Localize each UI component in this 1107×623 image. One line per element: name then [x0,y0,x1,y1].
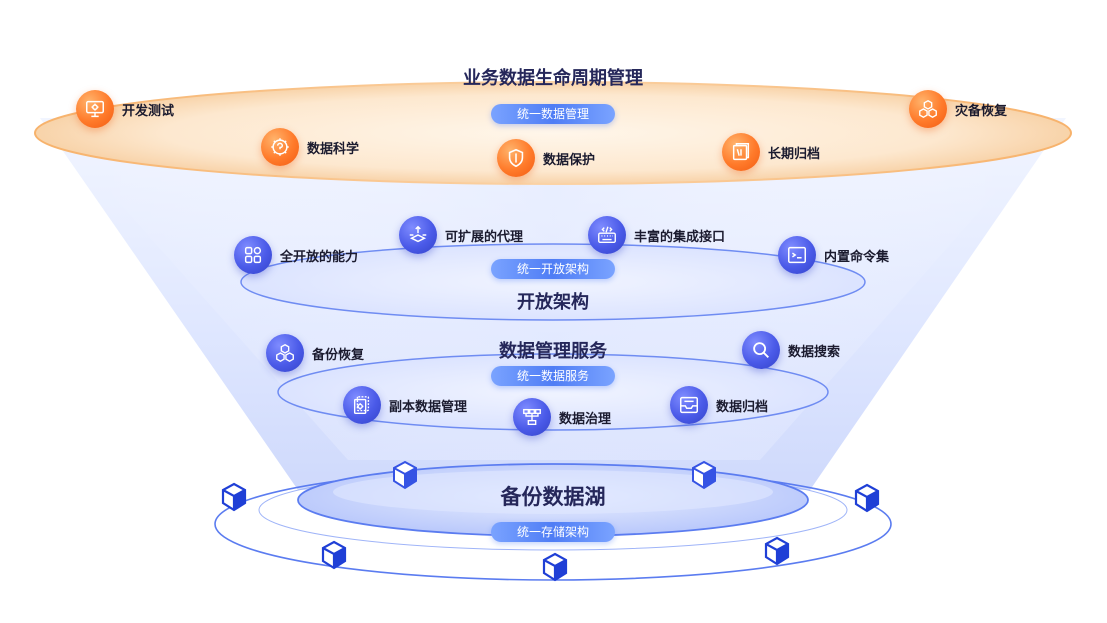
item-disaster-recovery: 灾备恢复 [909,90,1007,128]
item-data-search: 数据搜索 [742,331,840,369]
archive-books-icon [722,133,760,171]
apps-grid-icon [234,236,272,274]
cube-icon [221,482,247,512]
unified-data-service-pill: 统一数据服务 [490,366,616,386]
item-label: 备份恢复 [312,347,365,363]
item-copy-data-management: 副本数据管理 [343,386,467,424]
cube-icon [854,483,880,513]
cubes-icon [266,334,304,372]
item-label: 数据保护 [543,152,596,168]
item-label: 全开放的能力 [280,249,359,265]
item-data-archive: 数据归档 [670,386,768,424]
cube-icon [321,540,347,570]
unified-data-management-pill: 统一数据管理 [490,104,616,124]
item-label: 数据搜索 [788,344,841,360]
item-data-governance: 数据治理 [513,398,611,436]
item-label: 长期归档 [768,146,821,162]
item-label: 内置命令集 [824,249,890,265]
lifecycle-title: 业务数据生命周期管理 [463,68,643,89]
cube-icon [764,536,790,566]
data-service-title: 数据管理服务 [499,341,607,362]
brain-gear-icon [261,128,299,166]
item-label: 丰富的集成接口 [634,229,726,245]
cube-icon [692,460,716,490]
item-extensible-agent: 可扩展的代理 [399,216,523,254]
hierarchy-icon [513,398,551,436]
item-label: 数据科学 [307,141,360,157]
unified-open-architecture-pill: 统一开放架构 [490,259,616,279]
item-built-in-commands: 内置命令集 [778,236,889,274]
terminal-icon [778,236,816,274]
open-architecture-title: 开放架构 [517,292,589,313]
item-label: 数据治理 [559,411,612,427]
item-label: 数据归档 [716,399,769,415]
item-label: 开发测试 [122,103,175,119]
backup-data-lake-title: 备份数据湖 [500,485,606,509]
item-dev-test: 开发测试 [76,90,174,128]
item-fully-open-capability: 全开放的能力 [234,236,358,274]
cube-icon [542,552,568,582]
keyboard-code-icon [588,216,626,254]
inbox-tray-icon [670,386,708,424]
cubes-icon [909,90,947,128]
copy-gear-icon [343,386,381,424]
item-data-protection: 数据保护 [497,139,595,177]
layers-expand-icon [399,216,437,254]
monitor-gear-icon [76,90,114,128]
item-long-term-archive: 长期归档 [722,133,820,171]
unified-storage-architecture-pill: 统一存储架构 [490,522,616,542]
item-label: 可扩展的代理 [445,229,524,245]
item-backup-restore: 备份恢复 [266,334,364,372]
search-icon [742,331,780,369]
cube-icon [393,460,417,490]
item-rich-integration-api: 丰富的集成接口 [588,216,725,254]
item-data-science: 数据科学 [261,128,359,166]
item-label: 副本数据管理 [389,399,468,415]
item-label: 灾备恢复 [955,103,1008,119]
shield-icon [497,139,535,177]
